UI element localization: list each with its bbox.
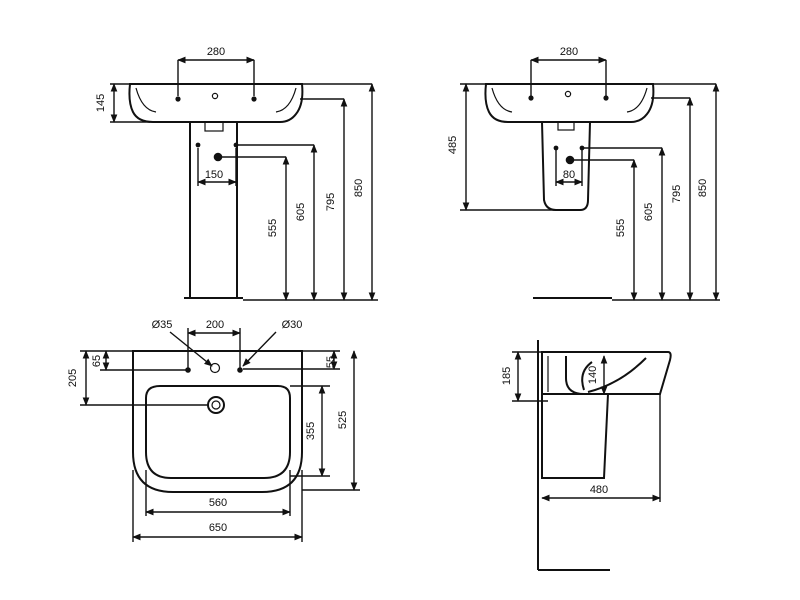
semi-pedestal-section: [541, 393, 609, 479]
dim-d35: Ø35: [152, 319, 173, 331]
dim-d30: Ø30: [282, 319, 303, 331]
side-section-dimensions: 185 140 480: [501, 351, 661, 502]
dim-795: 795: [325, 193, 337, 211]
plan-outer-outline: [132, 350, 303, 493]
dim-280: 280: [207, 46, 225, 58]
dim-150: 150: [205, 169, 223, 181]
dim-605: 605: [295, 203, 307, 221]
dim-185: 185: [501, 367, 513, 385]
front-view-dimensions: 280 145 150 555 605 795 850: [95, 46, 378, 301]
dim-200: 200: [206, 319, 224, 331]
dim-355: 355: [305, 422, 317, 440]
plan-bowl-outline: [145, 385, 291, 479]
front-view-pedestal: [128, 83, 304, 299]
semi-pedestal: [541, 121, 591, 211]
dim-280-2: 280: [560, 46, 578, 58]
dim-140: 140: [587, 366, 599, 384]
dim-555: 555: [267, 219, 279, 237]
dim-650: 650: [209, 522, 227, 534]
dim-480: 480: [590, 484, 608, 496]
dim-80: 80: [563, 169, 575, 181]
dim-850: 850: [353, 179, 365, 197]
pedestal: [189, 122, 238, 299]
dim-525: 525: [337, 411, 349, 429]
dim-605-2: 605: [643, 203, 655, 221]
dim-205: 205: [67, 369, 79, 387]
dim-795-2: 795: [671, 185, 683, 203]
dim-485: 485: [447, 136, 459, 154]
dim-555-2: 555: [615, 219, 627, 237]
semi-pedestal-dimensions: 280 485 80 555 605 795 850: [447, 46, 720, 301]
plan-view-dimensions: 200 Ø35 Ø30 205 65 55 355 525 560: [67, 319, 360, 542]
front-view-semi-pedestal: [484, 83, 655, 299]
basin-outline: [128, 83, 304, 123]
dim-55: 55: [325, 356, 337, 368]
dim-65: 65: [91, 355, 103, 367]
basin-outline-2: [484, 83, 655, 123]
side-section-view: [537, 340, 672, 571]
basin-section: [541, 351, 672, 395]
dim-145: 145: [95, 94, 107, 112]
dim-850-2: 850: [697, 179, 709, 197]
dim-560: 560: [209, 497, 227, 509]
plan-view: [132, 350, 303, 493]
